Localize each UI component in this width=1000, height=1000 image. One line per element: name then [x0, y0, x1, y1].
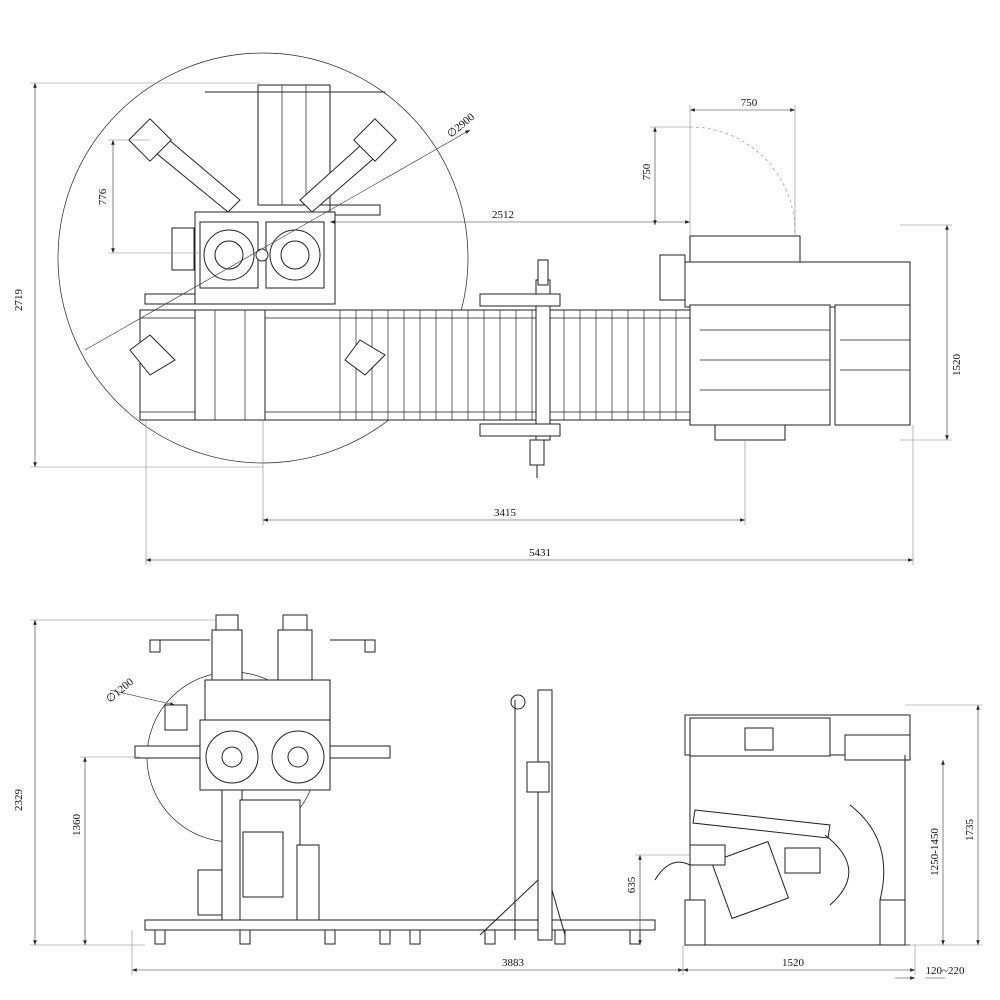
side-view-dimensions: [30, 619, 983, 980]
dim-5431: 5431: [529, 547, 551, 559]
uncoiler-turret-top: [171, 211, 336, 305]
dim-1360: 1360: [71, 814, 83, 837]
bagging-machine-side: [654, 714, 911, 946]
dim-635: 635: [626, 876, 638, 893]
top-view-dimensions: [30, 82, 952, 565]
dim-3415: 3415: [494, 507, 517, 519]
leveling-foot: [154, 929, 166, 945]
dim-750-depth: 750: [641, 163, 653, 180]
leveling-foot: [554, 929, 566, 945]
top-view: 2719 776 ∅2900 2512 750 750 1520 3415 54…: [13, 52, 963, 565]
dim-1520-top: 1520: [951, 354, 963, 377]
base-rail: [144, 919, 656, 931]
leveling-foot: [379, 929, 391, 945]
shear-unit-top: [479, 259, 561, 478]
dim-776: 776: [97, 188, 109, 205]
bagging-machine-top: [659, 126, 911, 441]
dim-diameter-2900: ∅2900: [445, 111, 477, 141]
dim-diameter-1200: ∅1200: [104, 676, 136, 706]
leveling-foot: [484, 929, 496, 945]
side-view: 2329 ∅1200 1360 635 3883 1520 120~220 12…: [13, 614, 983, 980]
dim-1250-1450: 1250-1450: [929, 828, 941, 876]
uncoiler-side: [134, 614, 391, 921]
leveling-foot: [629, 929, 641, 945]
dim-3883: 3883: [502, 957, 525, 969]
dim-120-220: 120~220: [926, 965, 965, 977]
leveling-foot: [324, 929, 336, 945]
uncoiler-arms-top: [128, 84, 397, 421]
dim-2719: 2719: [13, 289, 25, 312]
leveling-foot: [239, 929, 251, 945]
dim-750-width: 750: [741, 97, 758, 109]
dim-1735: 1735: [964, 819, 976, 842]
dim-1520-side: 1520: [782, 957, 805, 969]
dim-2512: 2512: [492, 209, 514, 221]
shear-tower-side: [479, 689, 566, 941]
leveling-foot: [409, 929, 421, 945]
dim-2329: 2329: [13, 789, 25, 812]
